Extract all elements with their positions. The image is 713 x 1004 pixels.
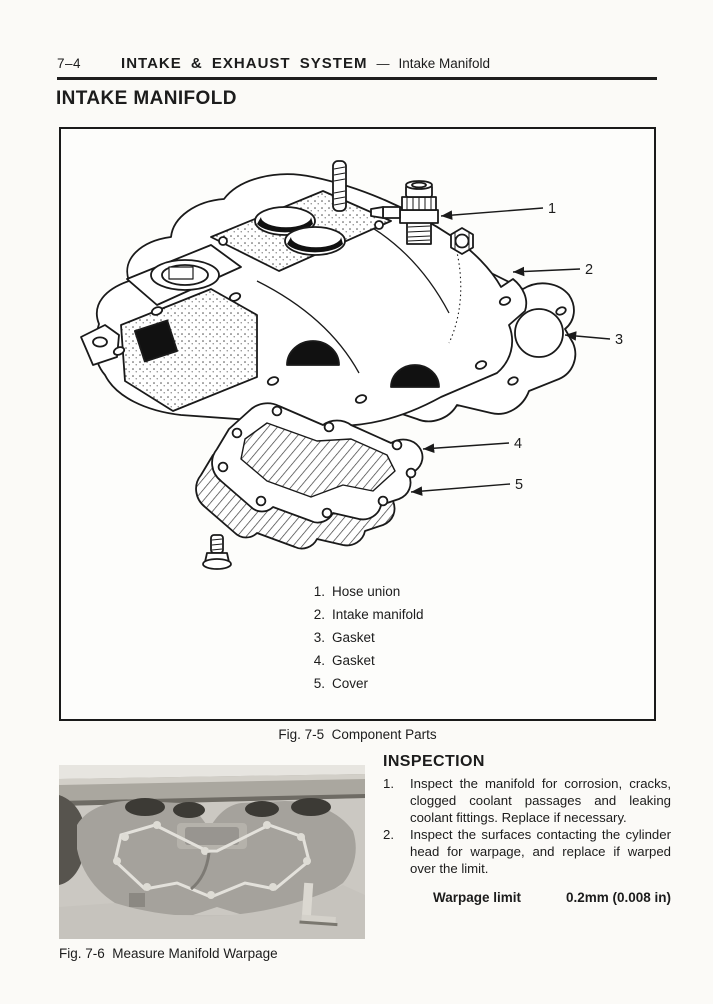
drawing-parts xyxy=(80,160,611,570)
callout-4: 4 xyxy=(514,436,522,452)
callout-1: 1 xyxy=(548,201,556,217)
item-number: 1. xyxy=(383,776,394,791)
inspection-item-1: 1. Inspect the manifold for corrosion, c… xyxy=(383,775,671,826)
legend-num: 4. xyxy=(313,653,325,668)
figure-7-6-caption: Fig. 7-6 Measure Manifold Warpage xyxy=(59,946,278,961)
exploded-view-drawing: 1 2 3 4 5 xyxy=(80,160,623,570)
header-title: INTAKE & EXHAUST SYSTEM xyxy=(121,55,368,72)
page-header: 7–4 INTAKE & EXHAUST SYSTEM — Intake Man… xyxy=(57,55,657,72)
callout-leaders xyxy=(410,207,611,496)
warpage-photo xyxy=(59,765,365,939)
header-dash: — xyxy=(376,56,390,71)
figure-7-5-box: 1 2 3 4 5 1. Hose union 2. Intake manifo… xyxy=(59,127,656,721)
nut-drawing xyxy=(450,227,474,255)
item-text: Inspect the surfaces contacting the cyli… xyxy=(410,827,671,876)
legend-item: 2. Intake manifold xyxy=(308,607,528,630)
inspection-section: INSPECTION 1. Inspect the manifold for c… xyxy=(383,753,671,905)
spec-value: 0.2mm (0.008 in) xyxy=(565,890,671,905)
warpage-spec: Warpage limit 0.2mm (0.008 in) xyxy=(383,890,671,905)
spec-label: Warpage limit xyxy=(433,890,522,905)
parts-legend: 1. Hose union 2. Intake manifold 3. Gask… xyxy=(308,584,528,699)
legend-num: 2. xyxy=(313,607,325,622)
hose-union-drawing xyxy=(370,180,439,245)
callout-2: 2 xyxy=(585,262,593,278)
item-number: 2. xyxy=(383,827,394,842)
header-subtitle: Intake Manifold xyxy=(398,56,490,71)
callout-numbers: 1 2 3 4 5 xyxy=(514,201,623,493)
legend-num: 1. xyxy=(313,584,325,599)
item-text: Inspect the manifold for corrosion, crac… xyxy=(410,776,671,825)
legend-label: Gasket xyxy=(332,630,375,645)
legend-num: 3. xyxy=(313,630,325,645)
legend-label: Hose union xyxy=(332,584,401,599)
legend-item: 3. Gasket xyxy=(308,630,528,653)
inspection-item-2: 2. Inspect the surfaces contacting the c… xyxy=(383,826,671,877)
legend-label: Gasket xyxy=(332,653,375,668)
photo-illustration xyxy=(59,765,365,939)
figure-7-5-caption: Fig. 7-5 Component Parts xyxy=(278,727,437,742)
bolt-drawing xyxy=(202,534,232,570)
legend-item: 5. Cover xyxy=(308,676,528,699)
gasket-4-drawing xyxy=(211,402,424,524)
inspection-title: INSPECTION xyxy=(383,753,485,770)
callout-3: 3 xyxy=(615,332,623,348)
legend-num: 5. xyxy=(313,676,325,691)
legend-item: 1. Hose union xyxy=(308,584,528,607)
legend-label: Intake manifold xyxy=(332,607,424,622)
stud-drawing xyxy=(332,160,347,212)
section-title: INTAKE MANIFOLD xyxy=(56,88,237,109)
page-number: 7–4 xyxy=(57,56,82,71)
legend-label: Cover xyxy=(332,676,369,691)
callout-5: 5 xyxy=(515,477,523,493)
header-rule xyxy=(57,77,657,80)
legend-item: 4. Gasket xyxy=(308,653,528,676)
intake-manifold-drawing xyxy=(80,173,528,427)
